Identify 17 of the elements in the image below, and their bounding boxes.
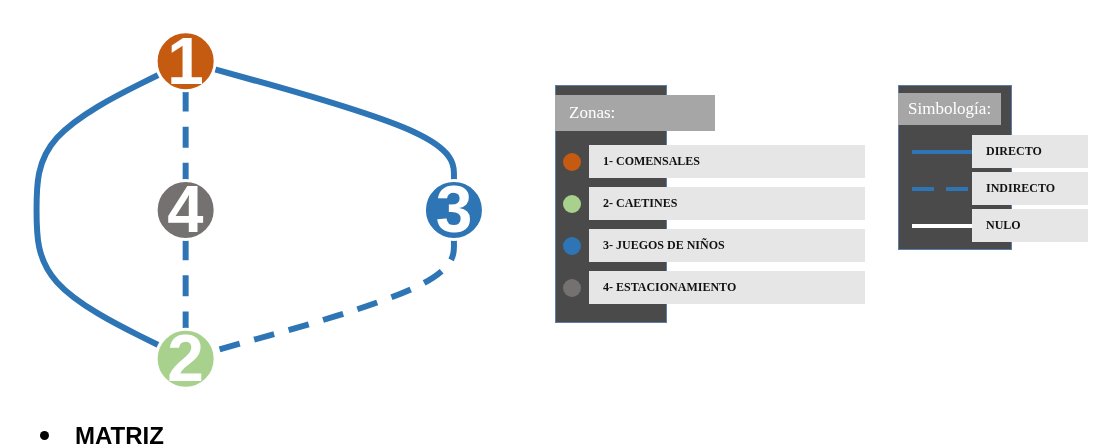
node-circle: 4 [154, 179, 217, 241]
legend-item: NULO [972, 209, 1088, 242]
legend-item: 3- JUEGOS DE NIÑOS [589, 229, 865, 262]
section-heading: MATRIZ [75, 422, 164, 448]
node-circle: 1 [154, 30, 217, 93]
legend-item: INDIRECTO [972, 172, 1088, 205]
connector [182, 90, 189, 181]
connector [33, 71, 161, 349]
node-circle: 2 [154, 327, 217, 390]
connector [182, 239, 189, 330]
legend-item: 2- CAETINES [589, 187, 865, 220]
connector [213, 66, 457, 181]
legend-heading: Zonas: [555, 95, 715, 131]
legend-heading: Simbología: [898, 93, 1002, 125]
legend-item: 1- COMENSALES [589, 145, 865, 178]
legend-item: DIRECTO [972, 135, 1088, 168]
legend-item: 4- ESTACIONAMIENTO [589, 271, 865, 304]
